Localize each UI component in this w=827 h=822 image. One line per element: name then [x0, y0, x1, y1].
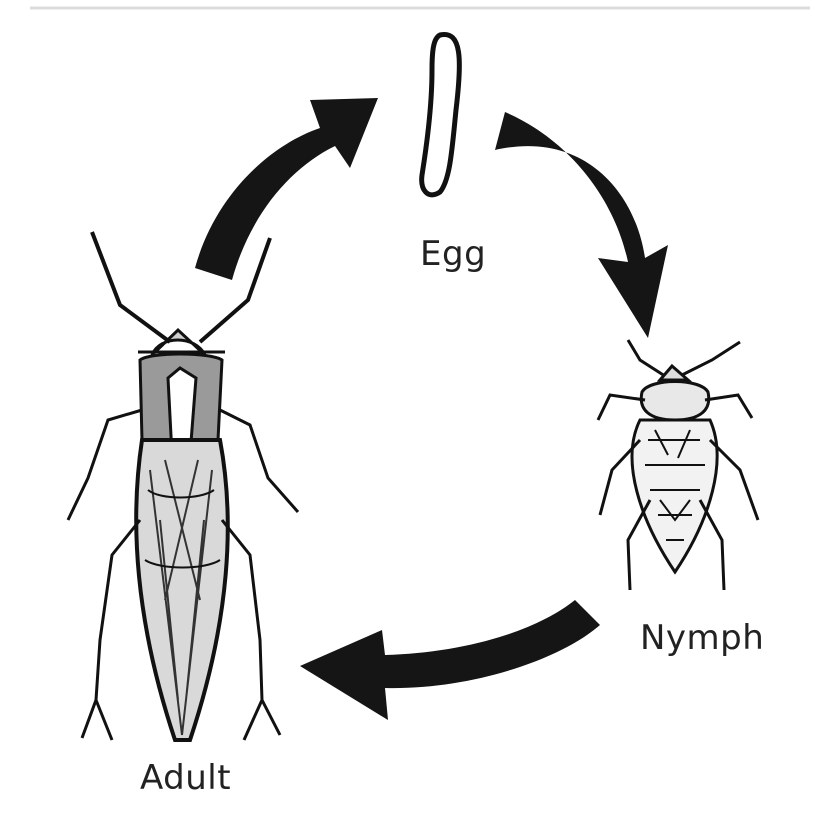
egg-illustration: [422, 34, 460, 194]
adult-illustration: [68, 232, 298, 740]
nymph-label: Nymph: [640, 618, 764, 658]
arrow-egg-to-nymph: [495, 112, 668, 338]
egg-label: Egg: [420, 234, 486, 274]
arrow-nymph-to-adult: [300, 600, 600, 720]
adult-label: Adult: [140, 758, 231, 798]
nymph-illustration: [598, 340, 758, 590]
arrow-adult-to-egg: [195, 98, 378, 280]
